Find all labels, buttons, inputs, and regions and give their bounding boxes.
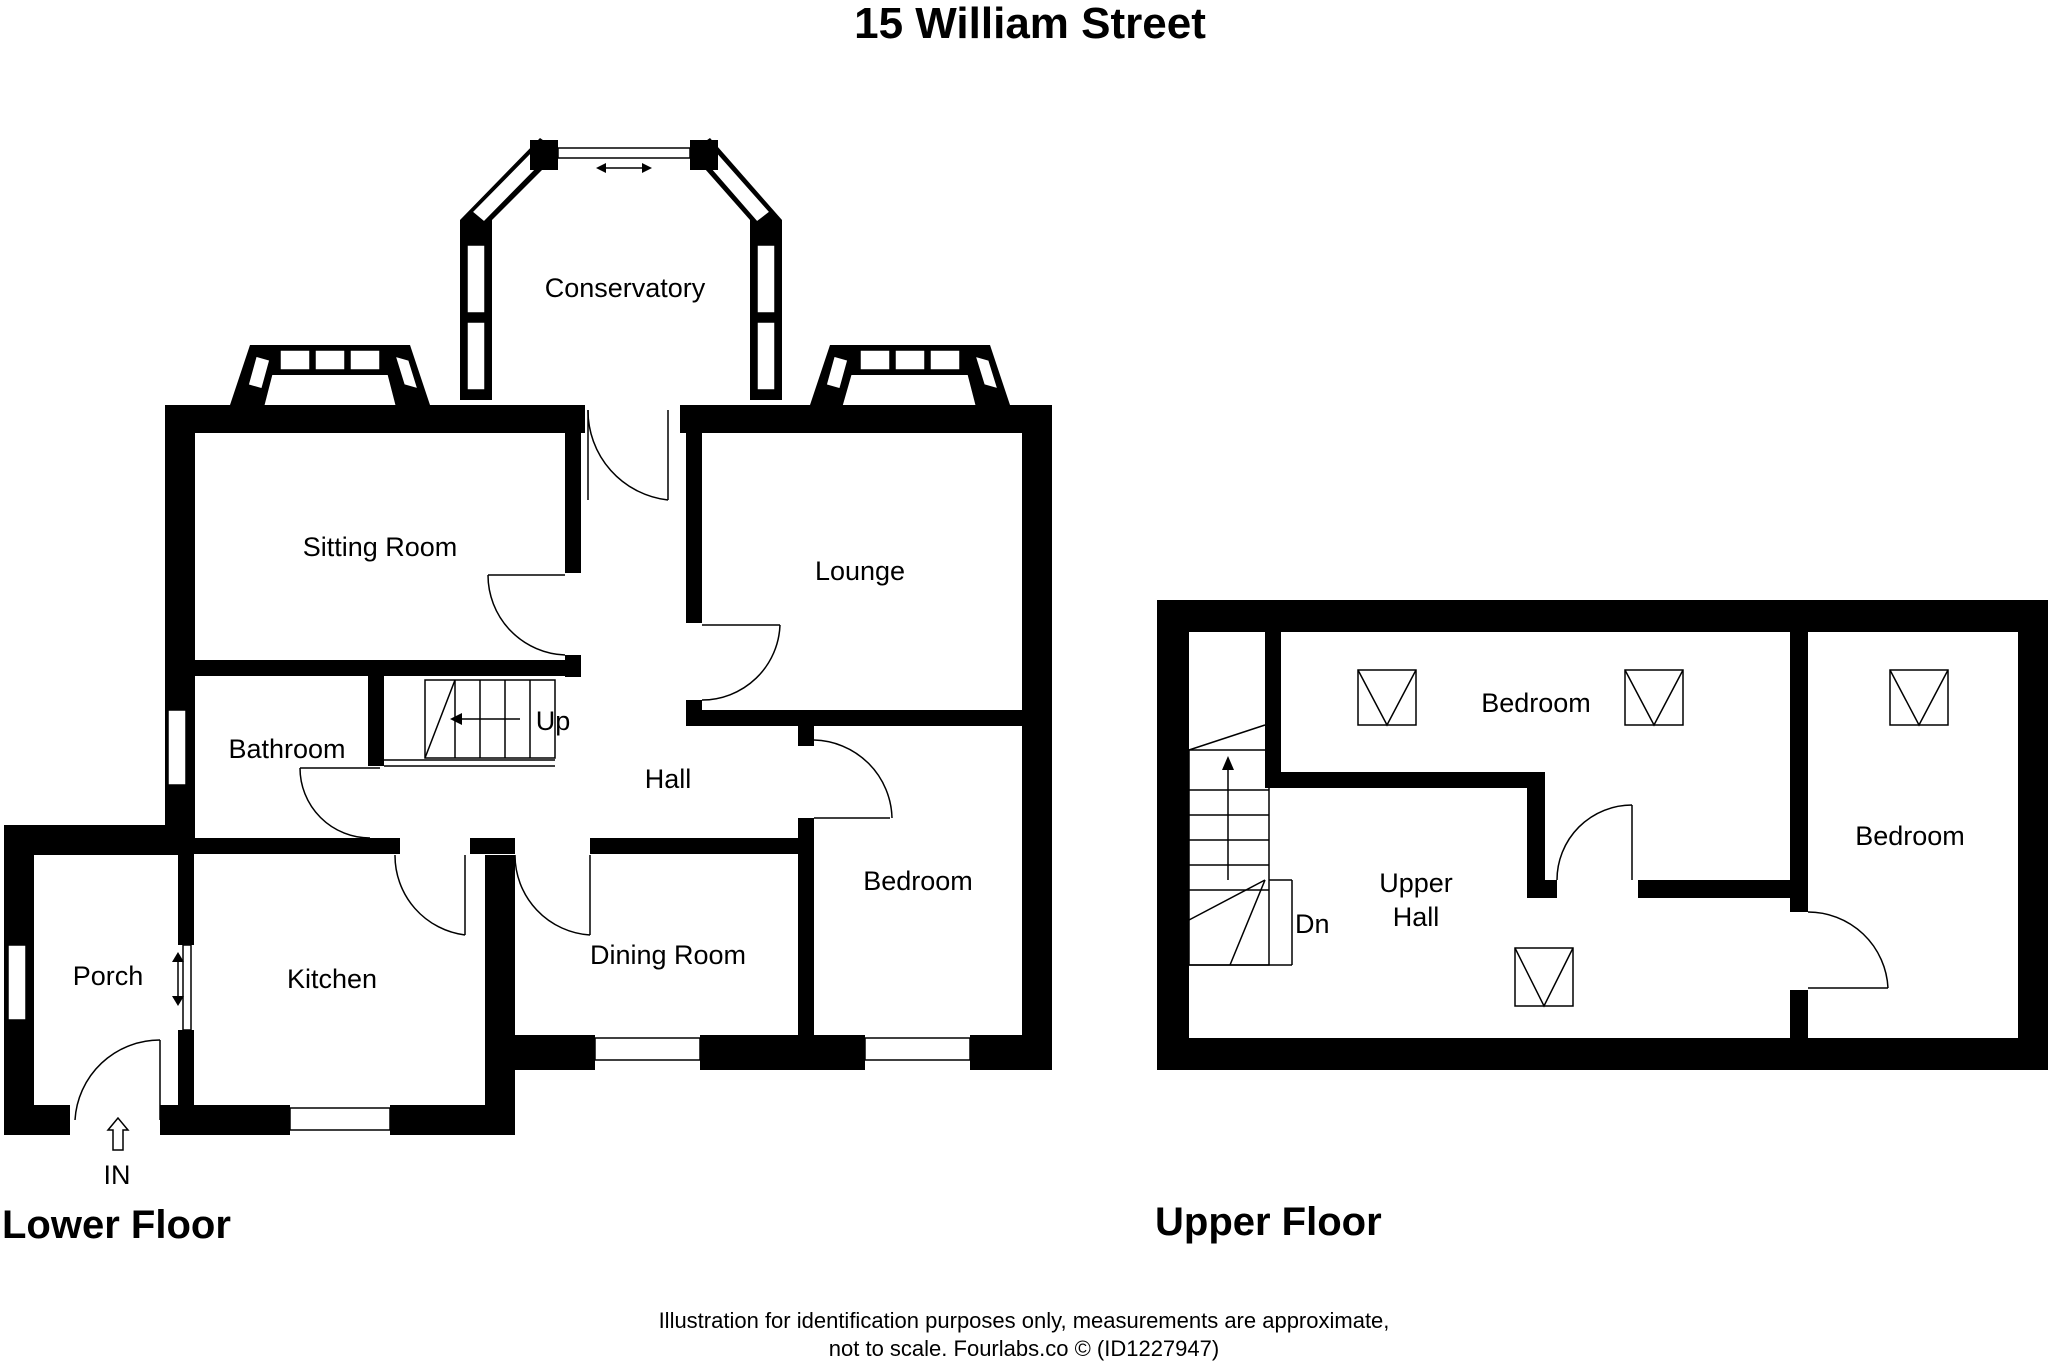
room-label-hall: Hall xyxy=(645,764,692,794)
lower-floor-plan: Conservatory Sitting Room Lounge Bathroo… xyxy=(2,138,1052,1247)
stairs-down-label: Dn xyxy=(1295,909,1330,939)
lower-floor-walls xyxy=(4,405,1052,1135)
skylights xyxy=(1357,669,1949,1008)
lower-stairs xyxy=(384,679,556,767)
room-label-dining-room: Dining Room xyxy=(590,940,746,970)
lower-floor-doors xyxy=(74,409,893,1151)
room-label-porch: Porch xyxy=(73,961,144,991)
room-label-upper-hall-line1: Upper xyxy=(1379,868,1453,898)
sitting-room-bay xyxy=(230,345,430,415)
upper-floor-heading: Upper Floor xyxy=(1155,1200,1382,1244)
entrance-label: IN xyxy=(104,1160,131,1190)
stairs-up-label: Up xyxy=(536,706,571,736)
upper-stairs xyxy=(1188,724,1293,966)
conservatory-walls xyxy=(460,138,782,400)
room-label-bedroom: Bedroom xyxy=(863,866,973,896)
room-label-bathroom: Bathroom xyxy=(228,734,345,764)
lower-floor-heading: Lower Floor xyxy=(2,1203,231,1247)
room-label-conservatory: Conservatory xyxy=(545,273,706,303)
upper-floor-plan: Bedroom Bedroom Upper Hall Dn Upper Floo… xyxy=(1155,600,2048,1244)
lounge-bay xyxy=(810,345,1010,415)
room-label-sitting-room: Sitting Room xyxy=(303,532,458,562)
room-label-kitchen: Kitchen xyxy=(287,964,377,994)
property-title: 15 William Street xyxy=(854,0,1206,48)
room-label-bedroom-2: Bedroom xyxy=(1855,821,1965,851)
upper-floor-walls xyxy=(1157,600,2048,1070)
room-label-lounge: Lounge xyxy=(815,556,905,586)
room-label-bedroom-1: Bedroom xyxy=(1481,688,1591,718)
disclaimer-line-1: Illustration for identification purposes… xyxy=(659,1308,1390,1333)
room-label-upper-hall-line2: Hall xyxy=(1393,902,1440,932)
disclaimer-line-2: not to scale. Fourlabs.co © (ID1227947) xyxy=(829,1336,1219,1361)
upper-floor-doors xyxy=(1556,804,1889,989)
